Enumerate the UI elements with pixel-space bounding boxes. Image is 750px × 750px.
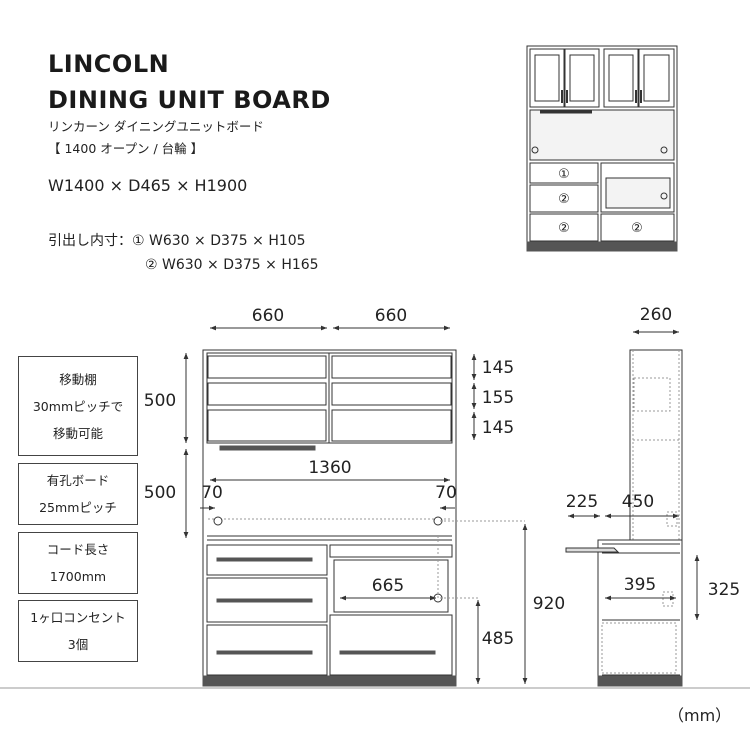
note-line: 25mmピッチ xyxy=(39,500,117,515)
note-line: 1ヶ口コンセント xyxy=(30,610,126,625)
slide-out-board xyxy=(565,547,620,553)
note-movable-shelf: 移動棚 30mmピッチで 移動可能 xyxy=(18,356,138,456)
note-line: 移動棚 xyxy=(59,371,97,387)
dim-inner-depth: 395 xyxy=(624,575,656,595)
drawer-1-dims: ① W630 × D375 × H105 xyxy=(132,233,306,249)
dim-shelf-3: 145 xyxy=(482,418,514,438)
note-line: 30mmピッチで xyxy=(32,398,124,414)
thumb-label-2: ② xyxy=(558,221,570,236)
thumb-glass xyxy=(569,54,595,102)
dim-width-left: 660 xyxy=(252,306,284,326)
thumbnail-diagram xyxy=(526,45,678,252)
dim-open-width: 665 xyxy=(372,576,404,596)
side-lower xyxy=(597,539,683,687)
dim-height-middle: 500 xyxy=(144,483,176,503)
dim-counter-height: 920 xyxy=(533,594,565,614)
side-view xyxy=(565,349,683,687)
dim-side-depth: 260 xyxy=(640,305,672,325)
thumb-door xyxy=(603,48,639,108)
note-line: 1700mm xyxy=(49,569,107,584)
dim-counter-depth: 450 xyxy=(622,492,654,512)
note-cord-length: コード長さ 1700mm xyxy=(18,532,138,594)
note-line: コード長さ xyxy=(46,542,110,557)
dim-outlet-right: 70 xyxy=(435,483,457,503)
thumb-label-2b: ② xyxy=(631,221,643,236)
thumb-plinth xyxy=(526,241,678,252)
thumb-drawer-2 xyxy=(529,213,599,242)
title-line-2: DINING UNIT BOARD xyxy=(48,86,331,114)
drawer-2-dims: ② W630 × D375 × H165 xyxy=(145,257,319,273)
thumb-outlet xyxy=(531,146,539,154)
thumb-glass xyxy=(534,54,560,102)
thumb-drawer-2 xyxy=(529,184,599,213)
note-line: 移動可能 xyxy=(52,425,103,441)
note-line: 3個 xyxy=(67,637,89,652)
front-plinth xyxy=(202,675,457,687)
thumb-door xyxy=(564,48,600,108)
thumb-outlet xyxy=(660,146,668,154)
dim-shelf-1: 145 xyxy=(482,358,514,378)
dim-shelf-2: 155 xyxy=(482,388,514,408)
thumb-label-2: ② xyxy=(558,192,570,207)
thumb-open-area xyxy=(529,109,675,161)
side-plinth xyxy=(597,675,683,687)
product-title: LINCOLN DINING UNIT BOARD xyxy=(48,46,331,118)
note-line: 有孔ボード xyxy=(46,473,110,488)
drawer-inner-label: 引出し内寸： xyxy=(48,233,132,249)
overall-dimensions: W1400 × D465 × H1900 xyxy=(48,176,248,195)
note-outlet: 1ヶ口コンセント 3個 xyxy=(18,600,138,662)
title-line-1: LINCOLN xyxy=(48,50,170,78)
thumb-door xyxy=(529,48,565,108)
dim-outlet-left: 70 xyxy=(201,483,223,503)
thumb-glass xyxy=(608,54,634,102)
thumb-open-shelf xyxy=(600,162,675,213)
unit-label: （mm） xyxy=(668,706,732,725)
dim-open-height: 485 xyxy=(482,629,514,649)
dim-height-upper: 500 xyxy=(144,391,176,411)
spec-ja: 【 1400 オープン / 台輪 】 xyxy=(48,141,204,156)
drawer-inner-label-row: 引出し内寸：① W630 × D375 × H105 xyxy=(48,230,306,250)
front-view xyxy=(202,349,457,687)
thumb-drawer-1 xyxy=(529,162,599,184)
subtitle-ja: リンカーン ダイニングユニットボード xyxy=(48,119,264,134)
dim-inner-width: 1360 xyxy=(308,458,351,478)
thumb-label-1: ① xyxy=(558,167,570,182)
thumb-door xyxy=(638,48,675,108)
dim-slide-out: 225 xyxy=(566,492,598,512)
dim-side-open-height: 325 xyxy=(708,580,740,600)
thumb-glass xyxy=(643,54,670,102)
note-pegboard: 有孔ボード 25mmピッチ xyxy=(18,463,138,525)
thumb-drawer-2b xyxy=(600,213,675,242)
dim-width-right: 660 xyxy=(375,306,407,326)
